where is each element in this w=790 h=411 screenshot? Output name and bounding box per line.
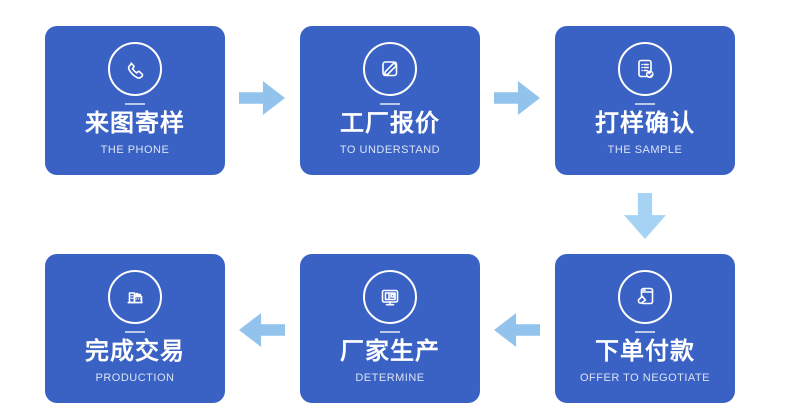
step-card-production: 厂家生产 DETERMINE xyxy=(300,254,480,403)
step-title: 打样确认 xyxy=(595,110,695,137)
step-title: 工厂报价 xyxy=(340,110,440,137)
step-card-sample-confirm: 打样确认 THE SAMPLE xyxy=(555,26,735,175)
flow-arrow-right-1 xyxy=(239,81,285,115)
document-check-icon xyxy=(618,42,672,96)
divider xyxy=(125,103,145,105)
phone-icon xyxy=(108,42,162,96)
divider xyxy=(125,331,145,333)
step-subtitle: DETERMINE xyxy=(355,372,425,384)
order-payment-icon xyxy=(618,270,672,324)
step-subtitle: OFFER TO NEGOTIATE xyxy=(579,372,710,384)
step-card-deal-complete: 完成交易 PRODUCTION xyxy=(45,254,225,403)
step-card-order-pay: 下单付款 OFFER TO NEGOTIATE xyxy=(555,254,735,403)
step-card-send-sample: 来图寄样 THE PHONE xyxy=(45,26,225,175)
step-subtitle: TO UNDERSTAND xyxy=(339,144,441,156)
flow-arrow-down xyxy=(624,193,666,239)
divider xyxy=(635,331,655,333)
divider xyxy=(380,331,400,333)
factory-icon xyxy=(108,270,162,324)
step-title: 下单付款 xyxy=(595,338,695,365)
step-title: 完成交易 xyxy=(85,338,185,365)
step-card-factory-quote: 工厂报价 TO UNDERSTAND xyxy=(300,26,480,175)
monitor-icon xyxy=(363,270,417,324)
step-subtitle: THE SAMPLE xyxy=(607,144,683,156)
divider xyxy=(380,103,400,105)
flow-arrow-left-2 xyxy=(239,313,285,347)
step-title: 来图寄样 xyxy=(85,110,185,137)
flow-arrow-left-1 xyxy=(494,313,540,347)
step-subtitle: PRODUCTION xyxy=(95,372,175,384)
step-title: 厂家生产 xyxy=(340,338,440,365)
step-subtitle: THE PHONE xyxy=(100,144,170,156)
divider xyxy=(635,103,655,105)
flow-arrow-right-2 xyxy=(494,81,540,115)
pencil-note-icon xyxy=(363,42,417,96)
